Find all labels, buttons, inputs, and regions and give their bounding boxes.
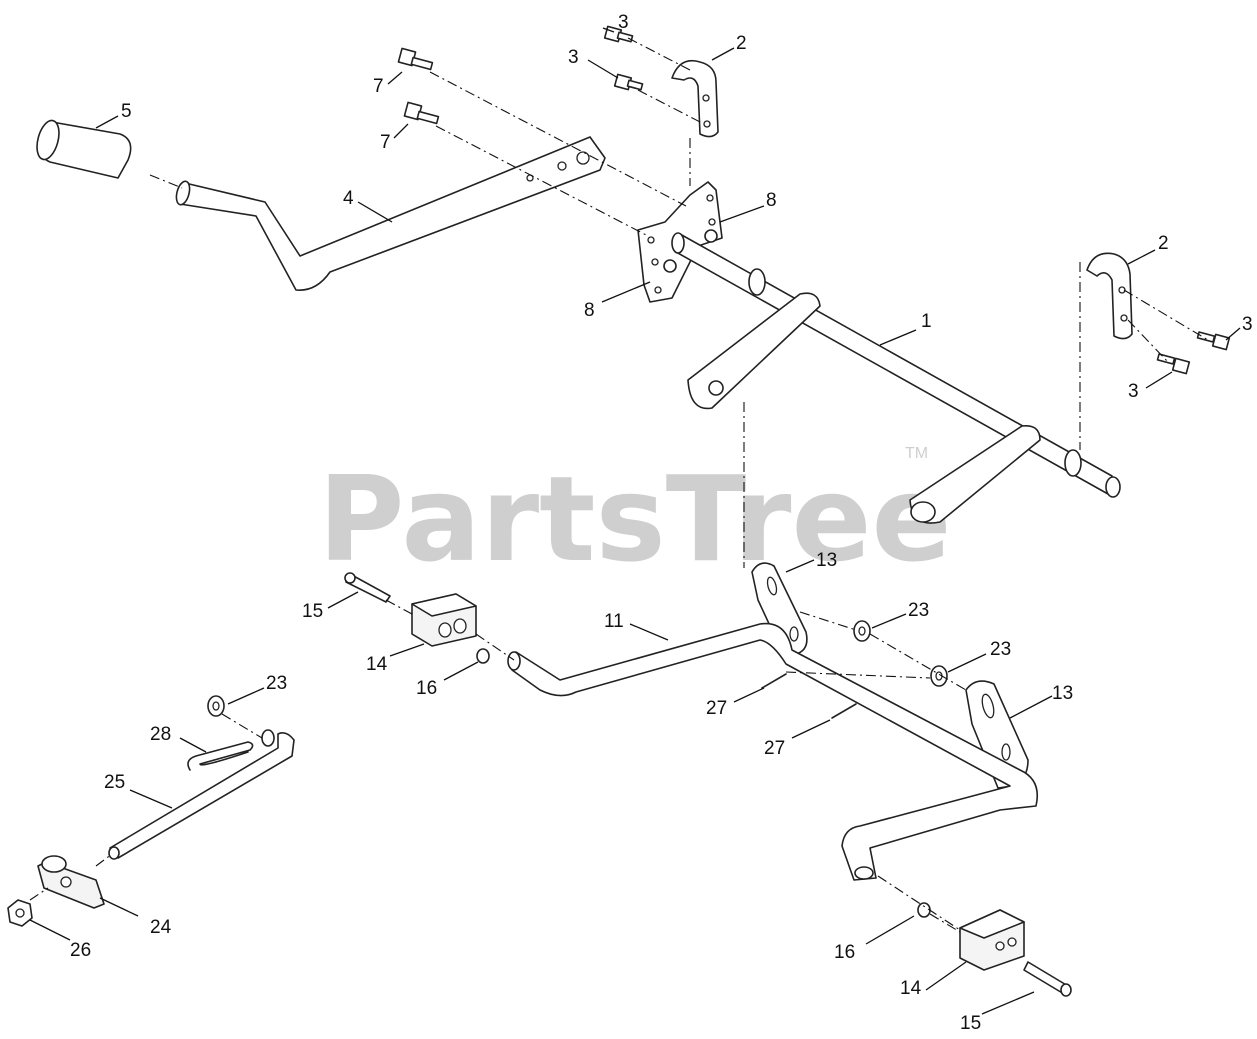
callout-26: 26: [70, 940, 91, 961]
part-28-hairpin: [187, 741, 254, 771]
callout-3-right-lower: 3: [1128, 381, 1139, 402]
watermark-trademark: TM: [905, 445, 928, 462]
callout-3-upper: 3: [568, 47, 579, 68]
callout-23-upper: 23: [908, 600, 929, 621]
callout-14-upper: 14: [366, 654, 388, 675]
part-15-pin-lower: [1023, 961, 1072, 997]
leader-lines: [29, 27, 1241, 1015]
callout-3-right-upper: 3: [1242, 314, 1253, 335]
callout-16-lower: 16: [834, 942, 855, 963]
callout-27-lower: 27: [764, 738, 785, 759]
part-14-block-upper: [411, 593, 477, 647]
part-2-hook-right: [1086, 252, 1133, 340]
part-2-hook-upper: [671, 59, 719, 138]
part-26-nut: [7, 899, 33, 927]
callout-23-left: 23: [266, 673, 287, 694]
part-11-rod: [507, 622, 1039, 881]
part-16-spacer-upper: [476, 648, 490, 664]
callout-8-upper: 8: [766, 190, 777, 211]
callout-24: 24: [150, 917, 172, 938]
part-14-block-lower: [959, 909, 1025, 971]
callout-14-lower: 14: [900, 978, 922, 999]
callout-23-lower: 23: [990, 639, 1011, 660]
callout-15-lower: 15: [960, 1013, 981, 1034]
callout-3-top: 3: [618, 12, 629, 33]
callout-16-upper: 16: [416, 678, 437, 699]
part-24-collar: [37, 855, 105, 909]
callout-1: 1: [921, 311, 932, 332]
callout-4: 4: [343, 188, 354, 209]
callout-labels: 1 2 2 3 3 3 3 4 5 7 7 8 8 11 13 13 14 14…: [70, 12, 1253, 1034]
callout-11: 11: [604, 611, 624, 632]
part-23-washers: [207, 620, 948, 717]
part-25-lever: [108, 729, 295, 860]
watermark-text: PartsTree: [318, 450, 952, 588]
callout-27-upper: 27: [706, 698, 727, 719]
part-27-cotter-pins: [761, 673, 857, 719]
callout-28: 28: [150, 724, 171, 745]
callout-2-right: 2: [1158, 233, 1169, 254]
callout-15-upper: 15: [302, 601, 323, 622]
callout-8-lower: 8: [584, 300, 595, 321]
callout-2-upper: 2: [736, 33, 747, 54]
part-5-grip: [36, 119, 132, 179]
callout-7-lower: 7: [380, 132, 391, 153]
part-1-cross-shaft: [671, 232, 1121, 524]
part-4-control-arm: [175, 136, 606, 291]
part-7-bolts: [397, 47, 440, 125]
callout-13-upper: 13: [816, 550, 837, 571]
callout-13-lower: 13: [1052, 683, 1073, 704]
part-15-pin-upper: [344, 572, 391, 603]
assembly-lines: [29, 37, 1209, 933]
callout-5: 5: [121, 101, 132, 122]
callout-7-upper: 7: [373, 76, 384, 97]
part-16-spacer-lower: [917, 902, 931, 918]
callout-25: 25: [104, 772, 125, 793]
